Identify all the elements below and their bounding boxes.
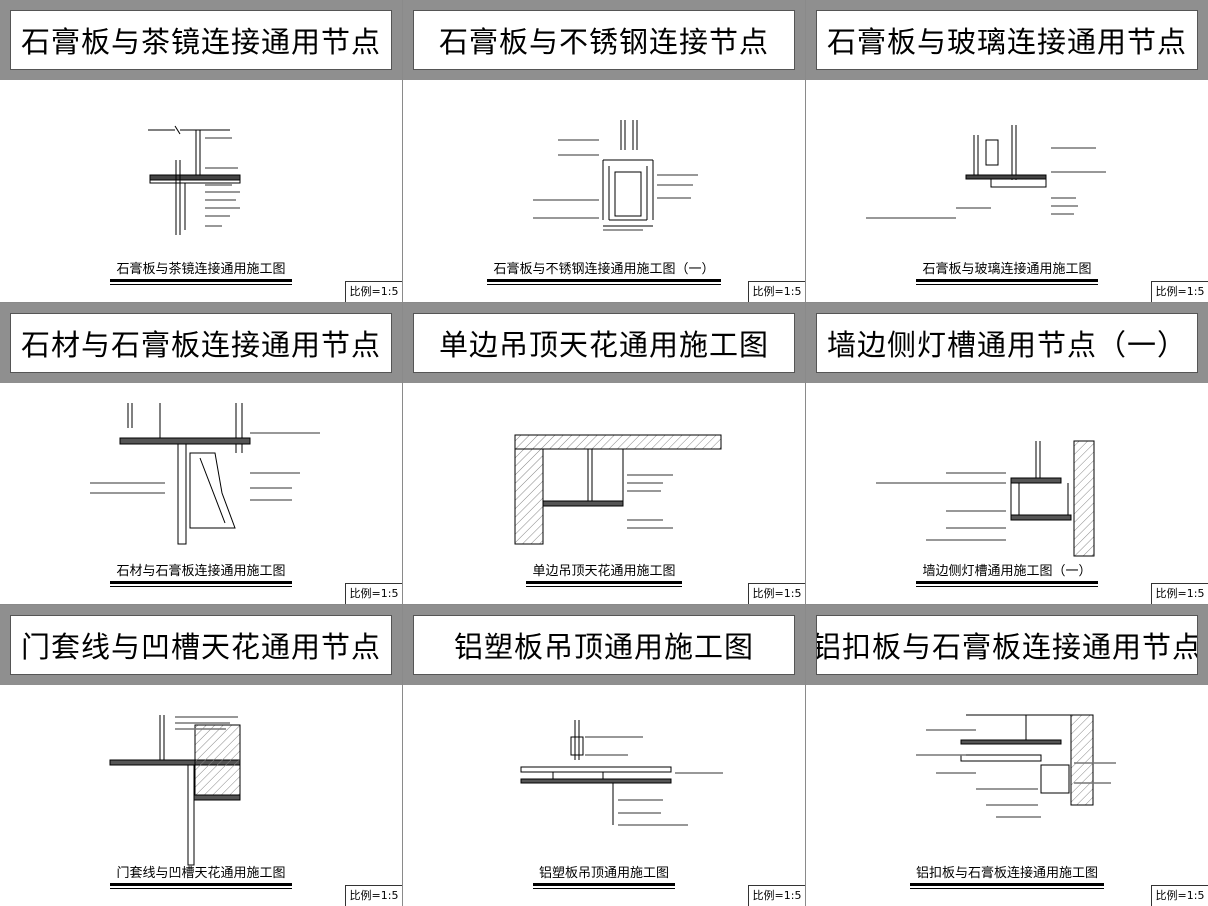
technical-drawing: 铝扣板与石膏板连接通用施工图 比例=1:5 [806, 685, 1208, 906]
single-side-ceiling-detail [514, 434, 722, 545]
scale-label: 比例=1:5 [1151, 885, 1208, 906]
technical-drawing: 单边吊顶天花通用施工图 比例=1:5 [403, 383, 805, 604]
scale-label: 比例=1:5 [748, 885, 805, 906]
panel-title: 墙边侧灯槽通用节点（一） [816, 313, 1198, 373]
panel-7: 门套线与凹槽天花通用节点 [0, 605, 402, 906]
scale-label: 比例=1:5 [345, 583, 402, 604]
gypsum-mirror-detail [148, 125, 241, 235]
scale-label: 比例=1:5 [1151, 583, 1208, 604]
technical-drawing: 石膏板与不锈钢连接通用施工图（一） 比例=1:5 [403, 80, 805, 302]
scale-label: 比例=1:5 [345, 885, 402, 906]
panel-9: 铝扣板与石膏板连接通用节点 [806, 605, 1208, 906]
drawing-caption: 墙边侧灯槽通用施工图（一） [806, 560, 1208, 584]
technical-drawing: 墙边侧灯槽通用施工图（一） 比例=1:5 [806, 383, 1208, 604]
drawing-caption: 铝塑板吊顶通用施工图 [403, 862, 805, 886]
technical-drawing: 石膏板与茶镜连接通用施工图 比例=1:5 [0, 80, 402, 302]
technical-drawing: 石膏板与玻璃连接通用施工图 比例=1:5 [806, 80, 1208, 302]
drawing-caption: 石膏板与茶镜连接通用施工图 [0, 258, 402, 282]
panel-6: 墙边侧灯槽通用节点（一） [806, 303, 1208, 604]
scale-label: 比例=1:5 [748, 583, 805, 604]
gypsum-glass-detail [866, 125, 1106, 219]
panel-1: 石膏板与茶镜连接通用节点 石膏板与茶镜连接通用施工图 [0, 0, 402, 302]
door-frame-groove-detail [109, 715, 241, 866]
panel-3: 石膏板与玻璃连接通用节点 石膏板与玻璃连接通用施工图 比例=1:5 [806, 0, 1208, 302]
drawing-caption: 石膏板与不锈钢连接通用施工图（一） [403, 258, 805, 282]
drawing-caption: 石膏板与玻璃连接通用施工图 [806, 258, 1208, 282]
aluminum-gypsum-detail [916, 714, 1116, 818]
technical-drawing: 门套线与凹槽天花通用施工图 比例=1:5 [0, 685, 402, 906]
panel-title: 石膏板与茶镜连接通用节点 [10, 10, 392, 70]
technical-drawing: 铝塑板吊顶通用施工图 比例=1:5 [403, 685, 805, 906]
panel-title: 铝塑板吊顶通用施工图 [413, 615, 795, 675]
panel-title: 铝扣板与石膏板连接通用节点 [816, 615, 1198, 675]
panel-2: 石膏板与不锈钢连接节点 石膏板与不锈钢连接通用施工图（一） 比例=1 [403, 0, 805, 302]
panel-4: 石材与石膏板连接通用节点 石材与石膏板连接通用施工图 [0, 303, 402, 604]
drawing-caption: 铝扣板与石膏板连接通用施工图 [806, 862, 1208, 886]
scale-label: 比例=1:5 [345, 281, 402, 302]
stone-gypsum-detail [90, 403, 320, 545]
drawing-caption: 石材与石膏板连接通用施工图 [0, 560, 402, 584]
drawing-caption: 门套线与凹槽天花通用施工图 [0, 862, 402, 886]
panel-title: 门套线与凹槽天花通用节点 [10, 615, 392, 675]
panel-title: 石膏板与不锈钢连接节点 [413, 10, 795, 70]
technical-drawing: 石材与石膏板连接通用施工图 比例=1:5 [0, 383, 402, 604]
gypsum-steel-detail [533, 120, 698, 231]
panel-title: 单边吊顶天花通用施工图 [413, 313, 795, 373]
wall-light-trough-detail [876, 440, 1095, 557]
panel-5: 单边吊顶天花通用施工图 [403, 303, 805, 604]
scale-label: 比例=1:5 [1151, 281, 1208, 302]
panel-title: 石膏板与玻璃连接通用节点 [816, 10, 1198, 70]
panel-8: 铝塑板吊顶通用施工图 铝塑板吊顶通用施工图 比例=1:5 [403, 605, 805, 906]
panel-title: 石材与石膏板连接通用节点 [10, 313, 392, 373]
aluminum-composite-ceiling-detail [520, 720, 723, 826]
scale-label: 比例=1:5 [748, 281, 805, 302]
drawing-caption: 单边吊顶天花通用施工图 [403, 560, 805, 584]
